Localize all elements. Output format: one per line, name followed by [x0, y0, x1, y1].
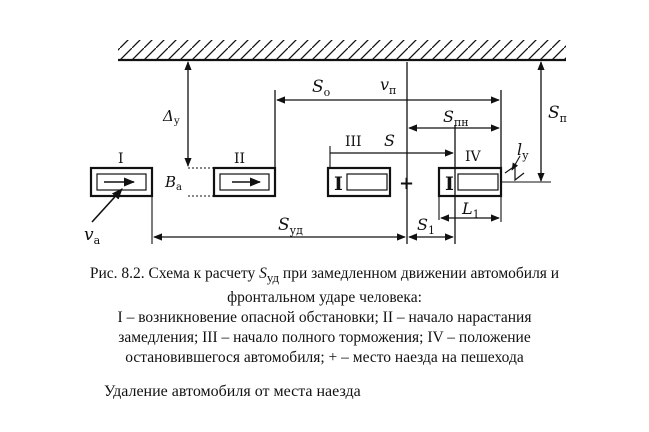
label-position-iv: IV	[465, 149, 482, 165]
caption-symbol: S	[259, 265, 267, 282]
car-marker-iii: I	[334, 173, 343, 195]
caption-line-1: Рис. 8.2. Схема к расчету Sуд при замедл…	[0, 264, 649, 288]
label-position-iii: III	[345, 134, 362, 150]
label-l-y: lу	[517, 140, 529, 162]
label-s-pn: Sпн	[443, 107, 469, 129]
label-s-1: S1	[417, 215, 435, 237]
label-l-1: L1	[461, 199, 480, 221]
l-y-indicator	[504, 164, 525, 182]
label-v-a: vа	[84, 225, 101, 247]
l-y-arrow	[511, 155, 521, 171]
label-position-ii: II	[234, 151, 245, 167]
car-position-ii	[212, 166, 277, 198]
figure-caption: Рис. 8.2. Схема к расчету Sуд при замедл…	[0, 264, 649, 368]
label-b-a: Bа	[164, 173, 182, 193]
velocity-arrow	[91, 188, 123, 223]
kerb-line	[118, 40, 566, 62]
caption-suffix: при замедленном движении автомобиля и	[279, 265, 560, 282]
caption-line-4: замедления; III – начало полного торможе…	[118, 329, 531, 347]
label-s-o: Sо	[312, 77, 331, 99]
caption-prefix: Рис. 8.2. Схема к расчету	[89, 265, 260, 282]
caption-line-5: остановившегося автомобиля; + – место на…	[125, 349, 524, 367]
label-s-ud: Sуд	[278, 215, 303, 237]
caption-line-2: фронтальном ударе человека:	[227, 289, 422, 307]
car-position-i	[89, 166, 154, 198]
label-position-i: I	[118, 151, 124, 167]
label-v-p: vп	[380, 75, 396, 97]
car-position-iii	[326, 166, 392, 198]
label-s-p: Sп	[548, 103, 567, 125]
caption-line-3: I – возникновение опасной обстановки; II…	[117, 309, 532, 327]
label-s: S	[384, 131, 395, 150]
label-delta-y: Δу	[162, 107, 180, 127]
vehicle-braking-scheme: I vа II Bа Δу I III I IV + Sо	[84, 40, 567, 247]
caption-symbol-sub: уд	[266, 270, 280, 286]
car-marker-iv: I	[445, 173, 454, 195]
body-text: Удаление автомобиля от места наезда	[104, 383, 361, 400]
